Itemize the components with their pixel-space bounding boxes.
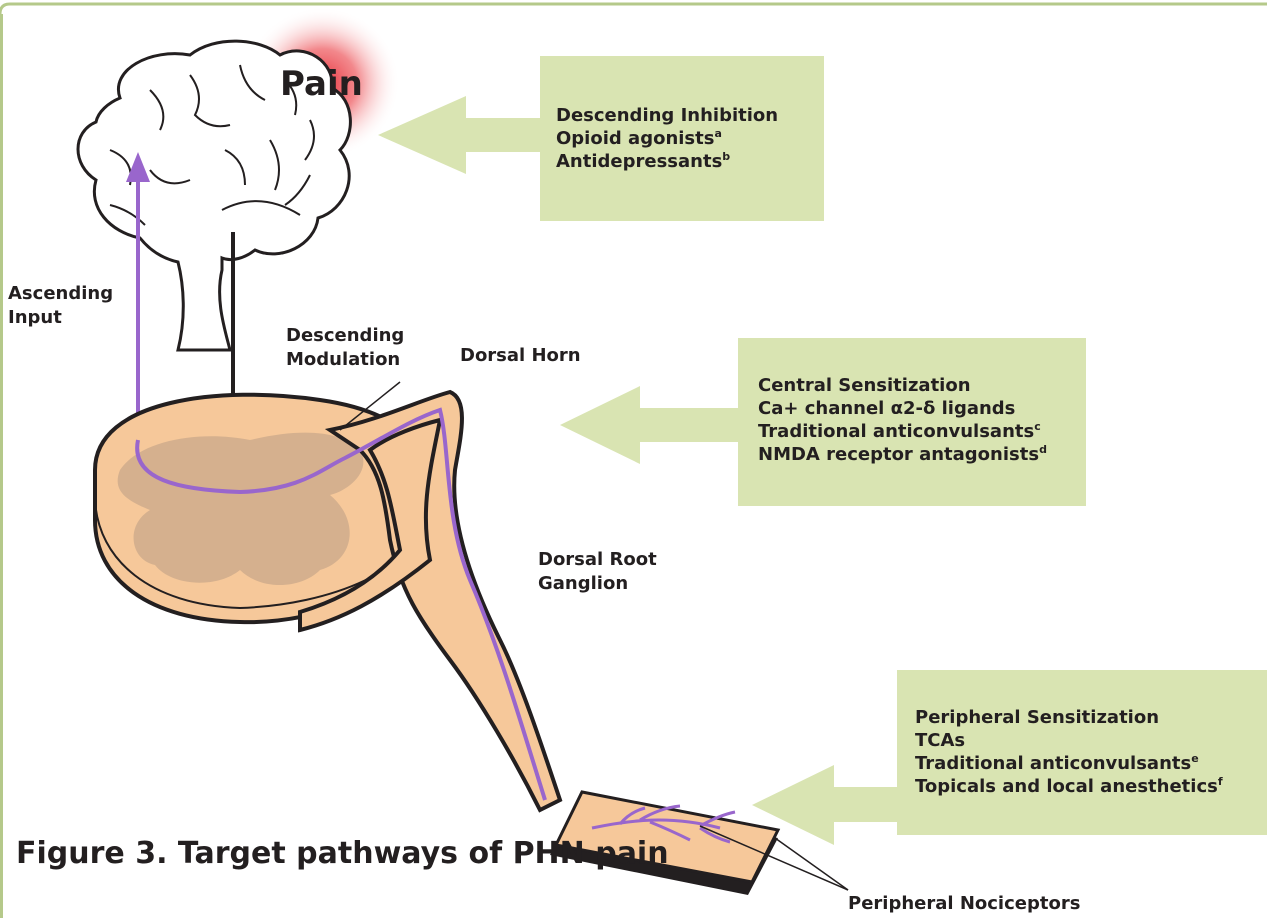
peripheral-box-line-4: Topicals and local anestheticsf bbox=[915, 775, 1267, 798]
descending-inhibition-box: Descending Inhibition Opioid agonistsa A… bbox=[540, 56, 824, 221]
frame-border bbox=[0, 4, 1267, 14]
central-box-line-1: Central Sensitization bbox=[758, 374, 1086, 397]
peripheral-nociceptors-label: Peripheral Nociceptors bbox=[848, 892, 1080, 916]
descending-modulation-line-1: Descending bbox=[286, 324, 404, 348]
descending-box-line-1: Descending Inhibition bbox=[556, 104, 824, 127]
central-box-line-4: NMDA receptor antagonistsd bbox=[758, 443, 1086, 466]
descending-modulation-label: Descending Modulation bbox=[286, 324, 404, 372]
dorsal-root-ganglion-label: Dorsal Root Ganglion bbox=[538, 548, 657, 596]
central-box-line-3: Traditional anticonvulsantsc bbox=[758, 420, 1086, 443]
peripheral-box-line-3: Traditional anticonvulsantse bbox=[915, 752, 1267, 775]
drg-line-2: Ganglion bbox=[538, 572, 657, 596]
ascending-line-2: Input bbox=[8, 306, 113, 330]
peripheral-box-line-2: TCAs bbox=[915, 729, 1267, 752]
ascending-line-1: Ascending bbox=[8, 282, 113, 306]
nociceptor-leader-2 bbox=[775, 838, 848, 890]
descending-modulation-line-2: Modulation bbox=[286, 348, 404, 372]
dorsal-horn-label: Dorsal Horn bbox=[460, 344, 581, 368]
central-box-arrow bbox=[560, 386, 738, 464]
central-box-line-2: Ca+ channel α2-δ ligands bbox=[758, 397, 1086, 420]
descending-box-arrow bbox=[378, 96, 540, 174]
descending-box-line-3: Antidepressantsb bbox=[556, 150, 824, 173]
peripheral-box-line-1: Peripheral Sensitization bbox=[915, 706, 1267, 729]
pain-label: Pain bbox=[280, 64, 363, 104]
drg-line-1: Dorsal Root bbox=[538, 548, 657, 572]
descending-box-line-2: Opioid agonistsa bbox=[556, 127, 824, 150]
peripheral-sensitization-box: Peripheral Sensitization TCAs Traditiona… bbox=[897, 670, 1267, 835]
ascending-input-label: Ascending Input bbox=[8, 282, 113, 330]
figure-caption: Figure 3. Target pathways of PHN pain bbox=[16, 836, 669, 871]
central-sensitization-box: Central Sensitization Ca+ channel α2-δ l… bbox=[738, 338, 1086, 506]
